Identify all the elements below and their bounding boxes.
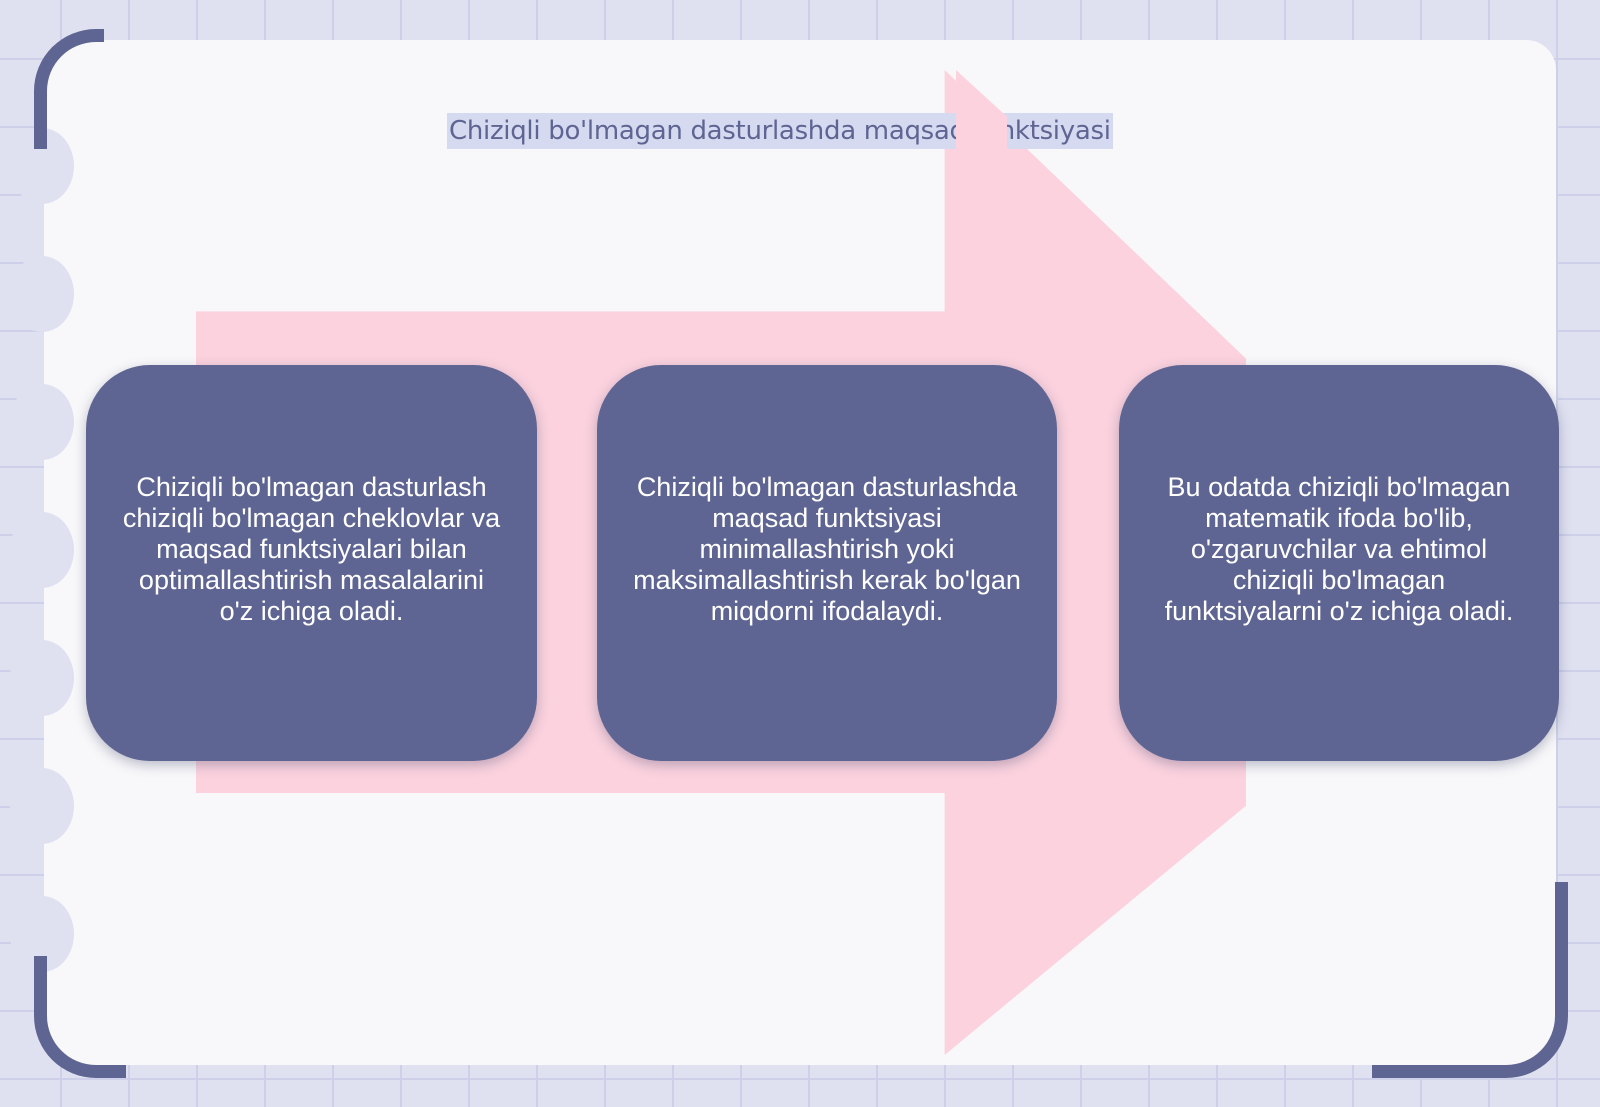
step-box-3: Bu odatda chiziqli bo'lmagan matematik i…: [1119, 365, 1559, 761]
notebook-tab: [10, 768, 74, 844]
corner-bracket-top-left: [34, 29, 104, 149]
step-box-3-text: Bu odatda chiziqli bo'lmagan matematik i…: [1164, 471, 1514, 626]
notebook-tab: [10, 512, 74, 588]
step-box-2-text: Chiziqli bo'lmagan dasturlashda maqsad f…: [633, 471, 1021, 626]
step-box-2: Chiziqli bo'lmagan dasturlashda maqsad f…: [597, 365, 1057, 761]
slide-title: Chiziqli bo'lmagan dasturlashda maqsad f…: [447, 113, 1113, 149]
step-box-1: Chiziqli bo'lmagan dasturlash chiziqli b…: [86, 365, 537, 761]
step-box-1-text: Chiziqli bo'lmagan dasturlash chiziqli b…: [122, 471, 501, 626]
notebook-tab: [10, 640, 74, 716]
notebook-tab: [10, 384, 74, 460]
corner-bracket-bottom-right: [1372, 882, 1568, 1078]
corner-bracket-bottom-left: [34, 956, 126, 1078]
notebook-tab: [10, 256, 74, 332]
